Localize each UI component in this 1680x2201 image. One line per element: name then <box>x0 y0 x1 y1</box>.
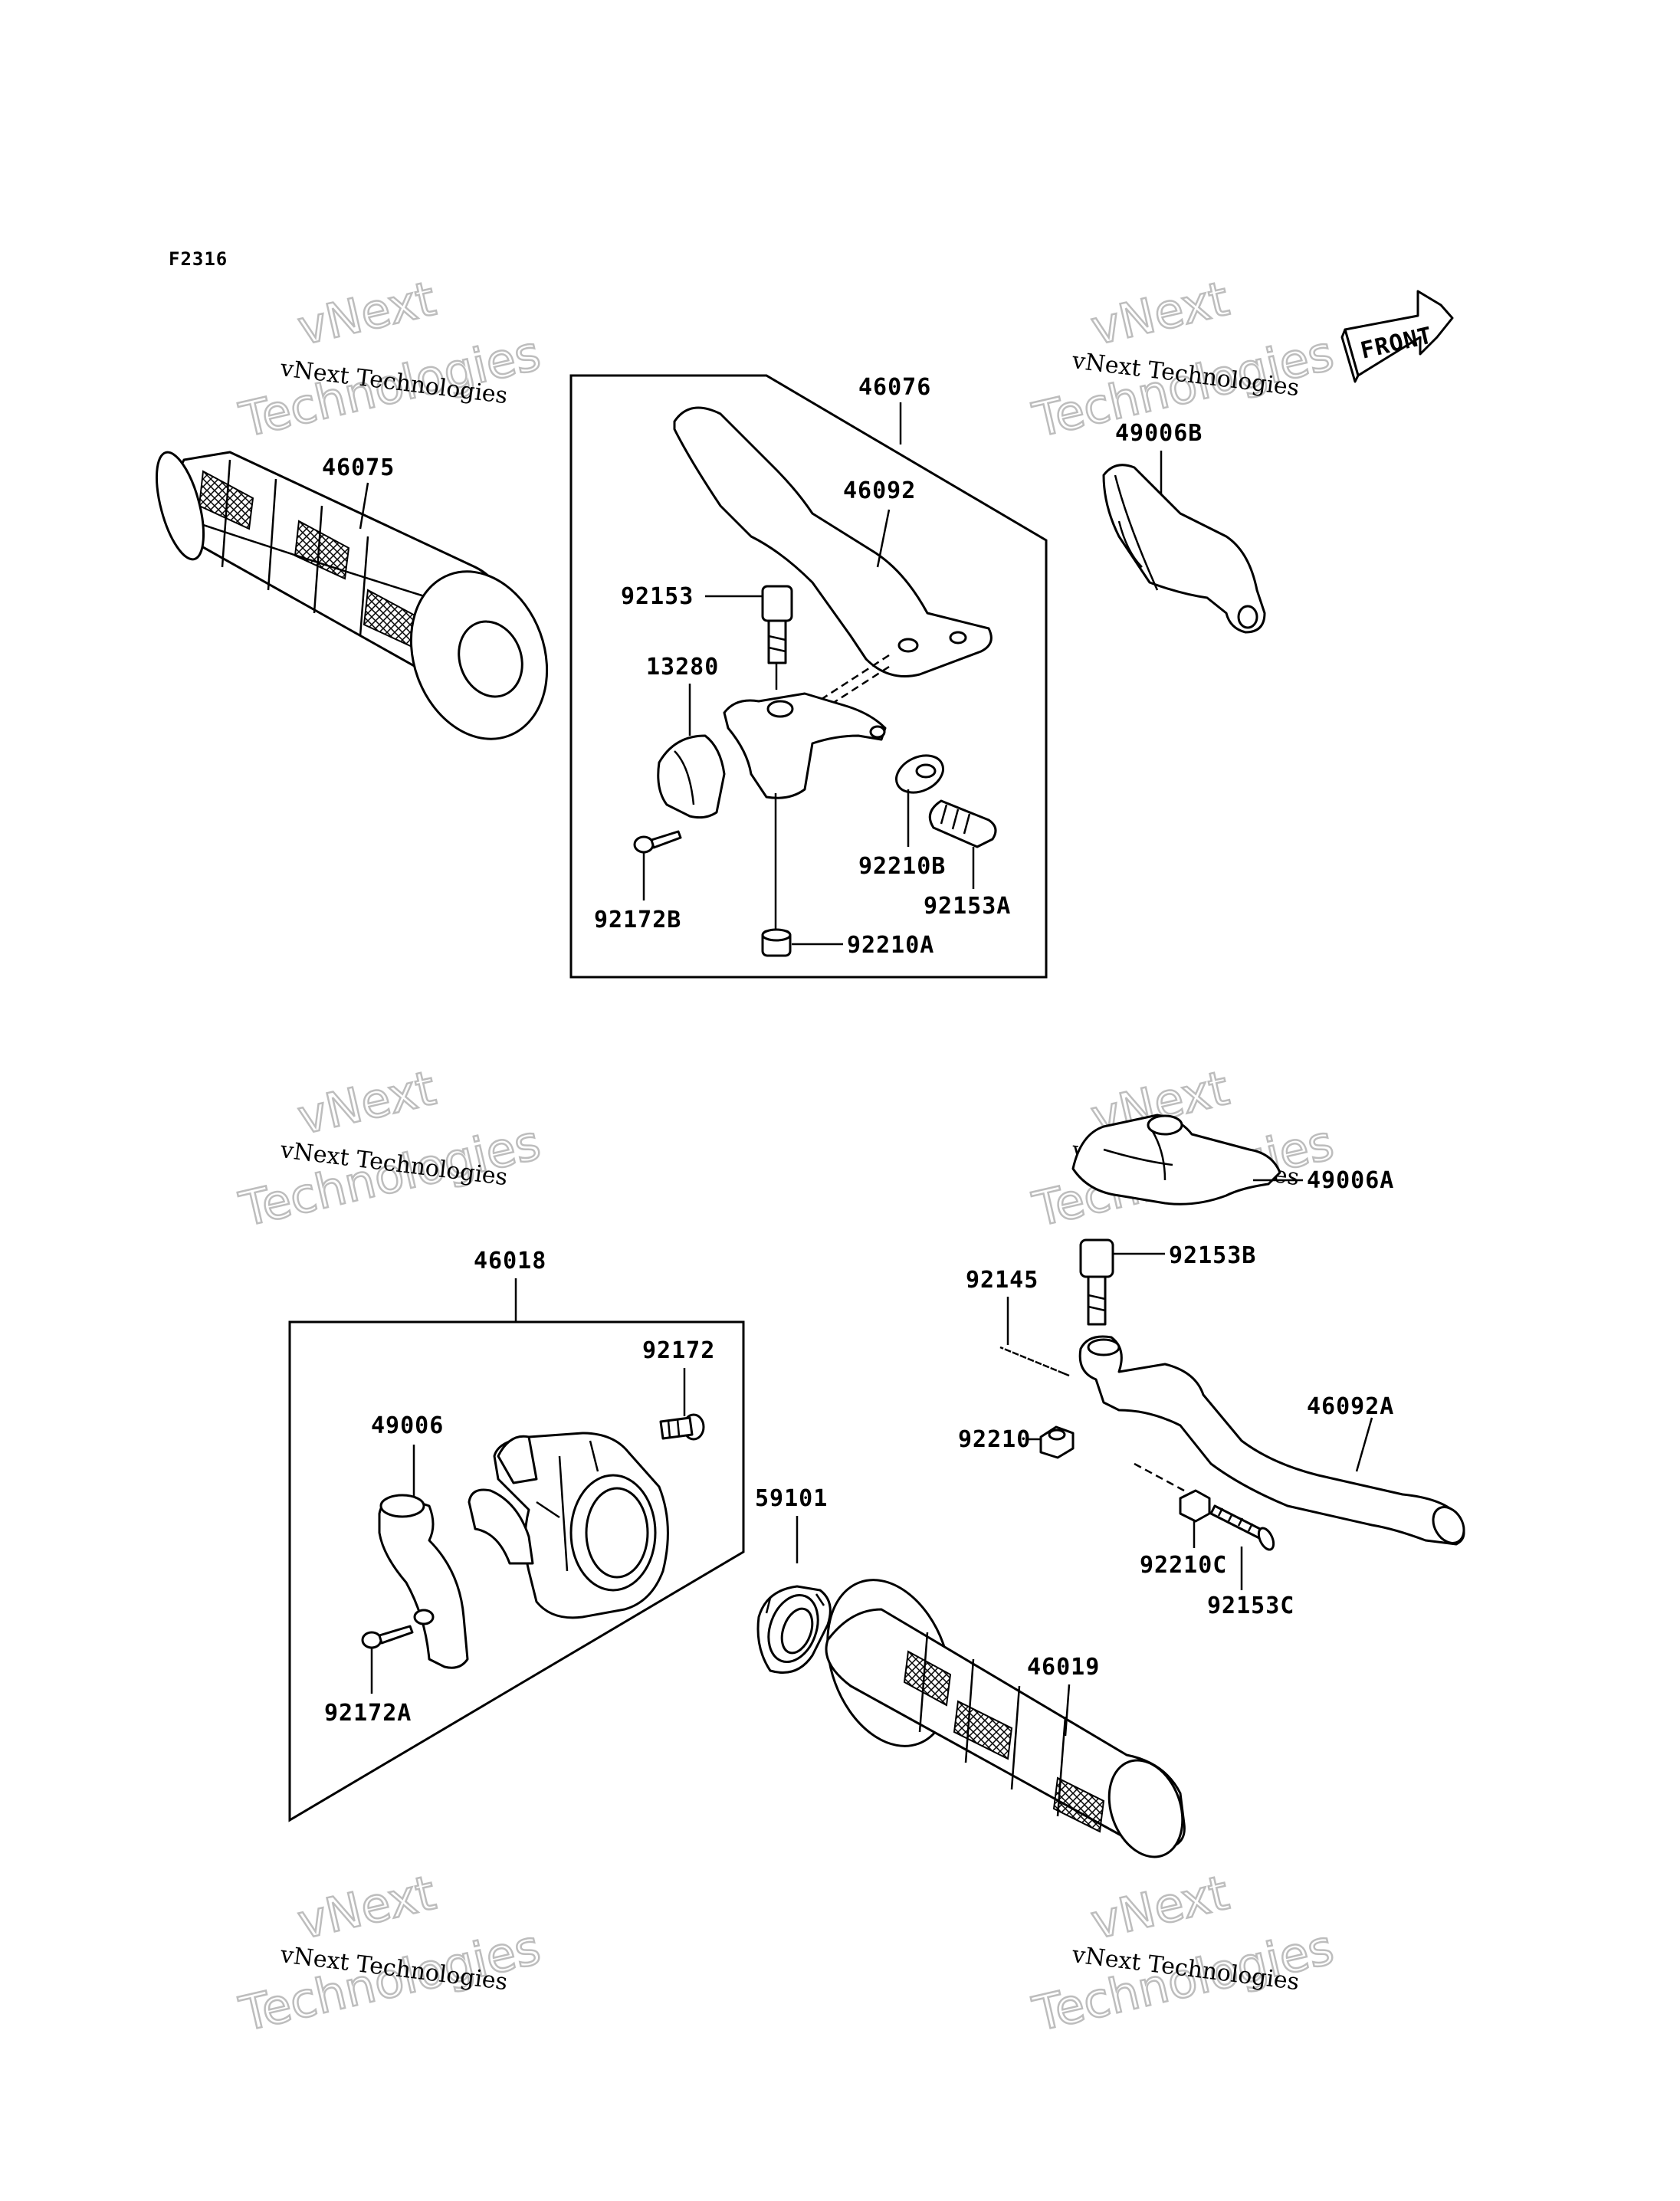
label-92153C: 92153C <box>1207 1593 1294 1619</box>
leader-46092A <box>1355 1417 1373 1472</box>
watermark-text-vnext: vNext <box>293 271 441 356</box>
throttle-housing-assembly-46018: 46018 92172 49006 <box>288 1248 745 1822</box>
label-92210B: 92210B <box>858 853 946 880</box>
left-grip-46075: 46075 <box>155 451 549 740</box>
label-92172: 92172 <box>642 1337 715 1364</box>
label-92172A: 92172A <box>324 1700 412 1727</box>
front-arrow: FRONT <box>1340 290 1454 383</box>
label-46075: 46075 <box>322 454 395 481</box>
screw-92172B <box>633 830 682 854</box>
watermark-text-vnext: vNext <box>293 1865 441 1950</box>
screw-92153C: 92153C <box>1207 1504 1294 1619</box>
nut-92210B <box>895 754 944 794</box>
nut-92210C: 92210C <box>1140 1489 1227 1579</box>
screw-92172 <box>659 1413 705 1441</box>
screw-92172A <box>361 1625 414 1649</box>
label-49006: 49006 <box>371 1412 444 1439</box>
label-13280: 13280 <box>646 654 719 681</box>
label-92210C: 92210C <box>1140 1552 1227 1579</box>
watermark-text-vnext: vNext <box>293 1060 441 1146</box>
label-92210: 92210 <box>958 1426 1031 1453</box>
label-46092: 46092 <box>843 477 916 504</box>
watermark-text-vnext: vNext <box>1086 1865 1234 1950</box>
lever-cover-49006A: 49006A <box>1071 1114 1394 1205</box>
watermark-top-left: vNext Technologies vNext Technologies <box>234 269 546 449</box>
brake-lever-46092A: 46092A <box>1078 1335 1465 1546</box>
cover-49006 <box>378 1494 469 1669</box>
label-92153B: 92153B <box>1169 1242 1256 1269</box>
throttle-collar-59101: 59101 <box>755 1485 832 1674</box>
watermark-bottom-right: vNext Technologies vNext Technologies <box>1027 1863 1340 2043</box>
bolt-92153 <box>761 585 793 664</box>
clutch-lever-assembly-46076: 46076 46092 92153 13280 <box>569 374 1048 979</box>
label-46018: 46018 <box>474 1248 546 1274</box>
adjuster-92153A <box>928 799 997 848</box>
label-92172B: 92172B <box>594 907 681 933</box>
leader-46092 <box>876 509 891 568</box>
label-46092A: 46092A <box>1307 1393 1394 1420</box>
leader-46019 <box>1064 1684 1071 1737</box>
label-46076: 46076 <box>858 374 931 401</box>
label-59101: 59101 <box>755 1485 828 1512</box>
assembly-box-46076 <box>569 374 1048 979</box>
watermark-mid-left: vNext Technologies vNext Technologies <box>234 1058 546 1238</box>
label-92145: 92145 <box>966 1267 1039 1294</box>
lever-cover-49006B: 49006B <box>1102 420 1266 634</box>
label-92210A: 92210A <box>847 932 934 959</box>
assembly-box-46018 <box>288 1320 745 1822</box>
label-49006B: 49006B <box>1115 420 1203 447</box>
label-46019: 46019 <box>1027 1654 1100 1681</box>
right-grip-46019: 46019 <box>825 1579 1186 1858</box>
nut-92210A <box>761 928 792 957</box>
label-92153: 92153 <box>621 583 694 610</box>
label-49006A: 49006A <box>1307 1167 1394 1194</box>
watermark-text-vnext: vNext <box>1086 271 1234 356</box>
spring-92145: 92145 <box>966 1267 1070 1379</box>
nut-92210: 92210 <box>958 1425 1185 1492</box>
figure-ref: F2316 <box>169 248 228 270</box>
watermark-bottom-left: vNext Technologies vNext Technologies <box>234 1863 546 2043</box>
label-92153A: 92153A <box>924 893 1011 920</box>
leader-46075 <box>359 482 369 530</box>
bolt-92153B: 92153B <box>1079 1238 1256 1326</box>
